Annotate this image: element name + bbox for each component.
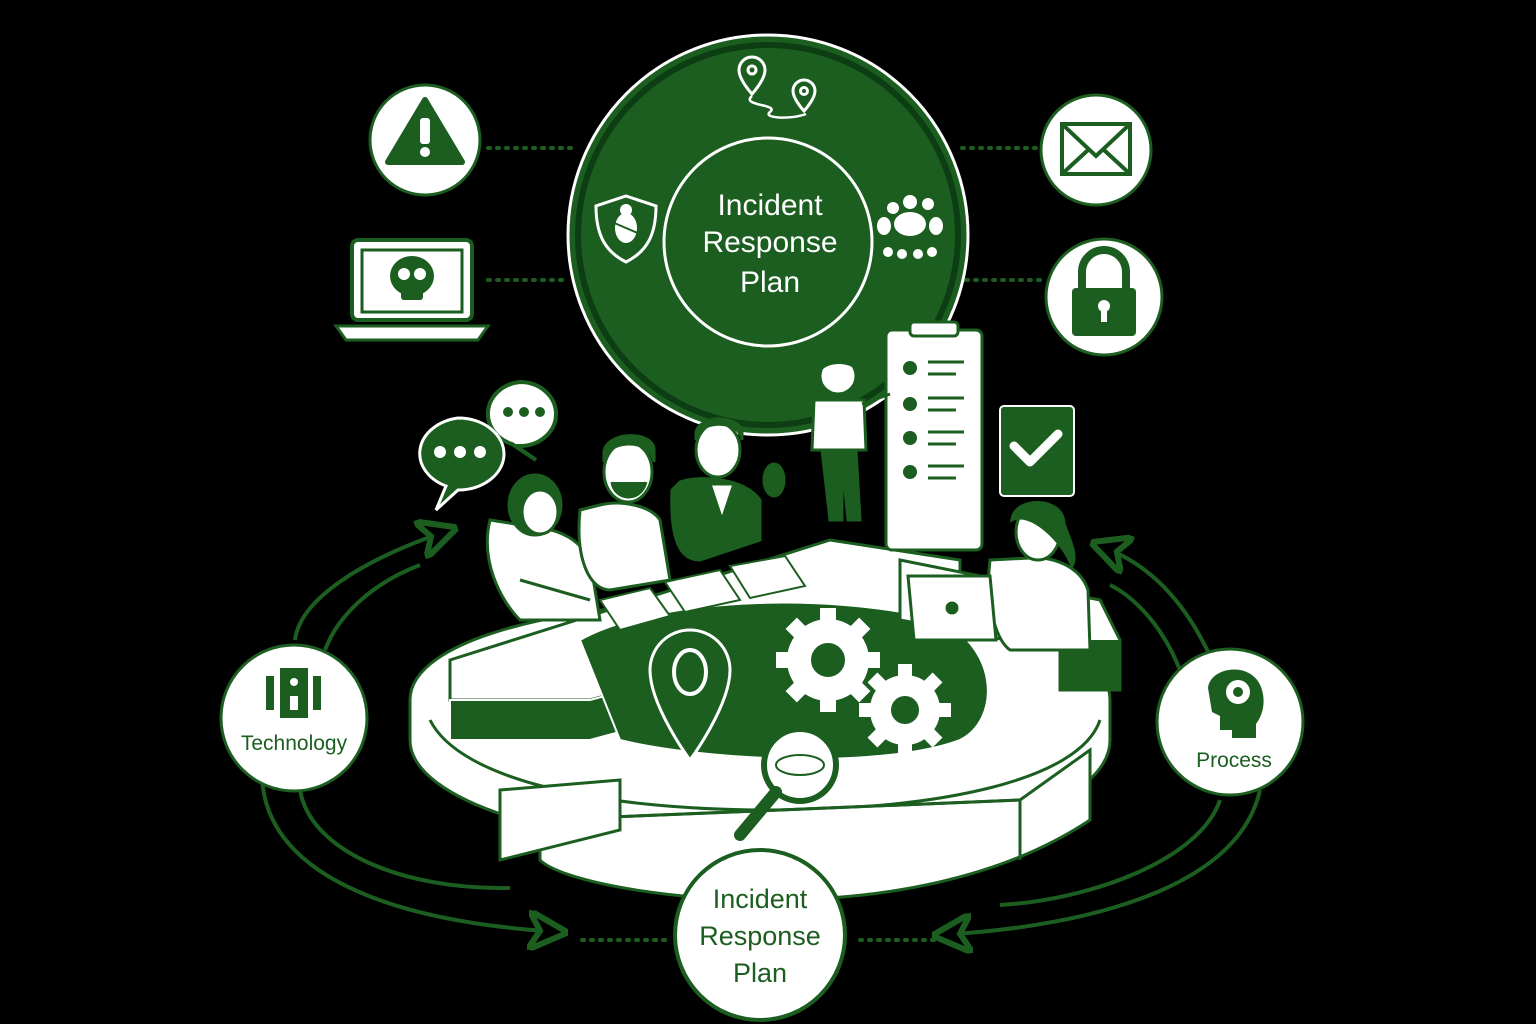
process-label: Process <box>1196 749 1272 772</box>
magnifier-icon <box>734 726 839 841</box>
presenter <box>810 355 891 522</box>
padlock-icon <box>1072 246 1136 336</box>
envelope-icon <box>1060 122 1132 176</box>
bearded-man <box>577 434 672 592</box>
padlock-icon-circle <box>1044 237 1164 357</box>
hub-title-line2: Response <box>702 226 837 259</box>
team-group-icon <box>877 195 943 259</box>
bottom-title-line2: Response <box>699 921 821 951</box>
laptop-skull-icon <box>333 238 491 342</box>
head-gear-icon <box>1208 669 1264 738</box>
warning-icon-circle <box>368 83 482 197</box>
shield-bug-icon <box>594 194 658 264</box>
man-in-suit <box>670 417 786 562</box>
process-node: Process <box>1155 647 1305 797</box>
server-rack-icon <box>266 668 321 718</box>
location-pin-icon <box>648 628 732 763</box>
people-illustration <box>485 355 1092 652</box>
bottom-title-line1: Incident <box>713 884 808 914</box>
warning-icon <box>385 97 465 165</box>
checklist-clipboard-icon <box>884 320 984 552</box>
bottom-plan-node: Incident Response Plan <box>673 848 847 1022</box>
checkmark-icon <box>999 405 1075 497</box>
gears-icon <box>776 608 951 756</box>
cycle-arrows <box>259 530 1262 935</box>
chat-bubbles-icon <box>418 379 558 512</box>
woman-at-laptop <box>906 501 1092 652</box>
woman-seated <box>485 473 602 622</box>
hub-circle: Incident Response Plan <box>566 33 970 437</box>
hub-title-line1: Incident <box>717 189 823 222</box>
map-pin-route-icon <box>737 55 817 119</box>
hub-title-line3: Plan <box>740 266 800 299</box>
technology-node: Technology <box>219 643 369 793</box>
technology-label: Technology <box>241 732 348 755</box>
envelope-icon-circle <box>1039 93 1153 207</box>
bottom-title-line3: Plan <box>733 958 787 988</box>
